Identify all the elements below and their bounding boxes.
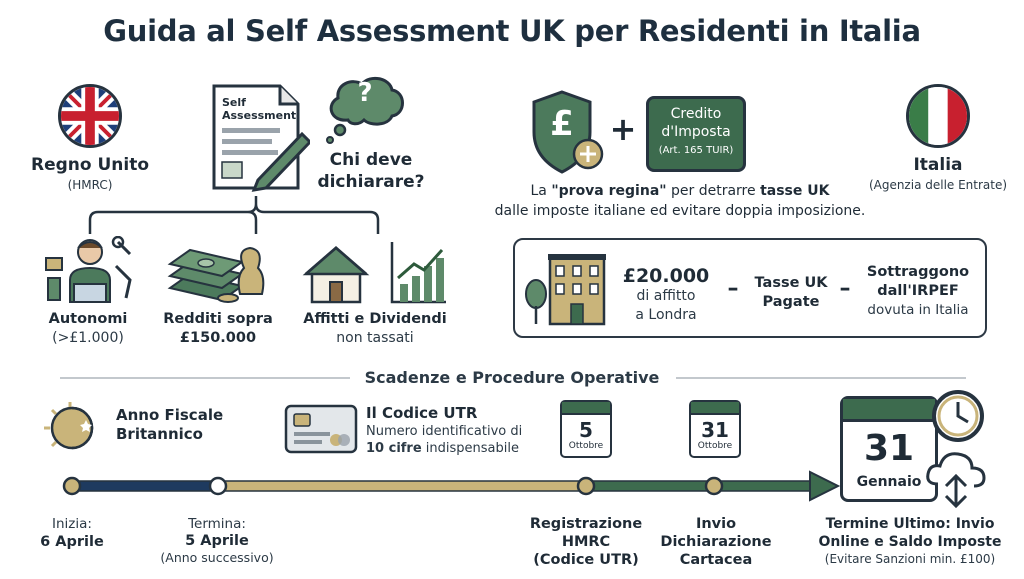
example-box — [513, 238, 987, 338]
credit-card-line2: d'Imposta — [661, 124, 731, 140]
credit-desc-bold2: tasse UK — [760, 183, 830, 199]
cloud-upload-icon — [924, 448, 988, 510]
example-paid-line2: Pagate — [762, 294, 820, 310]
calendar-3-day: 31 — [863, 428, 915, 469]
calendar-3-month: Gennaio — [856, 474, 922, 490]
document-label-line2: Assessment — [222, 109, 297, 122]
credit-card-line3: (Art. 165 TUIR) — [658, 145, 734, 156]
timeline-heading: Scadenze e Procedure Operative — [364, 368, 660, 387]
page-title: Guida al Self Assessment UK per Resident… — [103, 14, 921, 48]
category-1-title: Autonomi — [48, 311, 128, 327]
milestone-1-line1: Inizia: — [52, 516, 92, 532]
fiscal-year-line2: Britannico — [116, 425, 203, 443]
question-mark: ? — [357, 78, 373, 108]
section-divider-right — [676, 377, 966, 379]
milestone-4-line3: Cartacea — [679, 552, 753, 568]
credit-description-line1: La "prova regina" per detrarre tasse UK — [470, 183, 890, 199]
sun-moon-icon — [40, 396, 106, 458]
utr-desc2-bold: 10 cifre — [366, 441, 422, 456]
milestone-2-line2: 5 Aprile — [185, 533, 249, 549]
category-2-title: Redditi sopra — [163, 311, 273, 327]
example-amount-sub1: di affitto — [636, 288, 696, 304]
plus-sign: + — [609, 110, 637, 148]
italy-name: Italia — [913, 155, 963, 175]
example-subtract-line2: dall'IRPEF — [877, 283, 959, 299]
milestone-1-line2: 6 Aprile — [40, 534, 104, 550]
calendar-icon-31-ottobre — [689, 400, 741, 458]
milestone-4-line2: Dichiarazione — [660, 534, 772, 550]
pound-symbol: £ — [550, 104, 574, 144]
example-dash-2: – — [839, 276, 851, 301]
question-line2: dichiarare? — [317, 172, 425, 192]
utr-desc2: 10 cifre indispensabile — [366, 441, 519, 456]
timeline-bar — [62, 470, 841, 502]
calendar-1-month: Ottobre — [568, 441, 604, 451]
clock-icon — [930, 388, 986, 444]
shield-pound-icon — [528, 88, 608, 176]
money-stack-icon — [166, 240, 266, 306]
milestone-3-line2: HMRC — [561, 534, 611, 550]
milestone-3-line1: Registrazione — [529, 516, 643, 532]
milestone-2-line3: (Anno successivo) — [160, 550, 274, 565]
credit-desc-bold1: "prova regina" — [551, 183, 667, 199]
milestone-5-line1: Termine Ultimo: Invio — [825, 516, 995, 532]
credit-desc-pre: La — [530, 183, 552, 199]
milestone-2-line1: Termina: — [188, 516, 246, 532]
calendar-icon-31-gennaio — [840, 396, 938, 502]
category-3-title: Affitti e Dividendi — [303, 311, 447, 327]
credit-card-line1: Credito — [670, 106, 722, 122]
category-1-sub: (>£1.000) — [52, 330, 124, 346]
category-2-sub: £150.000 — [179, 330, 257, 346]
milestone-5-line3: (Evitare Sanzioni min. £100) — [824, 552, 996, 566]
milestone-3-line3: (Codice UTR) — [533, 552, 639, 568]
utr-card-icon — [284, 404, 358, 454]
credit-card-icon — [646, 96, 746, 172]
self-assessment-document-icon — [210, 82, 313, 194]
document-label-line1: Self — [222, 96, 246, 109]
utr-title: Il Codice UTR — [366, 404, 478, 422]
milestone-5-line2: Online e Saldo Imposte — [818, 534, 1002, 550]
example-paid-line1: Tasse UK — [754, 275, 828, 291]
milestone-4-line1: Invio — [695, 516, 737, 532]
category-connector — [88, 196, 380, 234]
credit-description-line2: dalle imposte italiane ed evitare doppia… — [494, 203, 866, 219]
credit-desc-mid: per detrarre — [666, 183, 761, 199]
category-3-sub: non tassati — [336, 330, 414, 346]
calendar-icon-5-ottobre — [560, 400, 612, 458]
italy-flag-icon — [906, 84, 970, 148]
uk-name: Regno Unito — [30, 155, 150, 175]
utr-desc2-rest: indispensabile — [421, 441, 519, 456]
fiscal-year-line1: Anno Fiscale — [116, 406, 224, 424]
house-growth-icon — [300, 240, 450, 306]
uk-authority: (HMRC) — [67, 178, 113, 192]
calendar-2-month: Ottobre — [697, 441, 733, 451]
example-dash-1: – — [727, 276, 739, 301]
calendar-1-day: 5 — [579, 418, 593, 442]
question-line1: Chi deve — [329, 150, 413, 170]
italy-authority: (Agenzia delle Entrate) — [868, 178, 1008, 192]
uk-flag-icon — [58, 84, 122, 148]
freelancer-icon — [44, 235, 136, 306]
utr-desc1: Numero identificativo di — [366, 424, 523, 439]
building-icon — [524, 250, 616, 328]
thought-bubble-icon — [318, 74, 408, 144]
example-amount: £20.000 — [622, 265, 710, 287]
calendar-2-day: 31 — [701, 418, 729, 442]
example-subtract-line3: dovuta in Italia — [867, 302, 969, 318]
section-divider-left — [60, 377, 350, 379]
example-amount-sub2: a Londra — [635, 307, 697, 323]
example-subtract-line1: Sottraggono — [866, 264, 970, 280]
